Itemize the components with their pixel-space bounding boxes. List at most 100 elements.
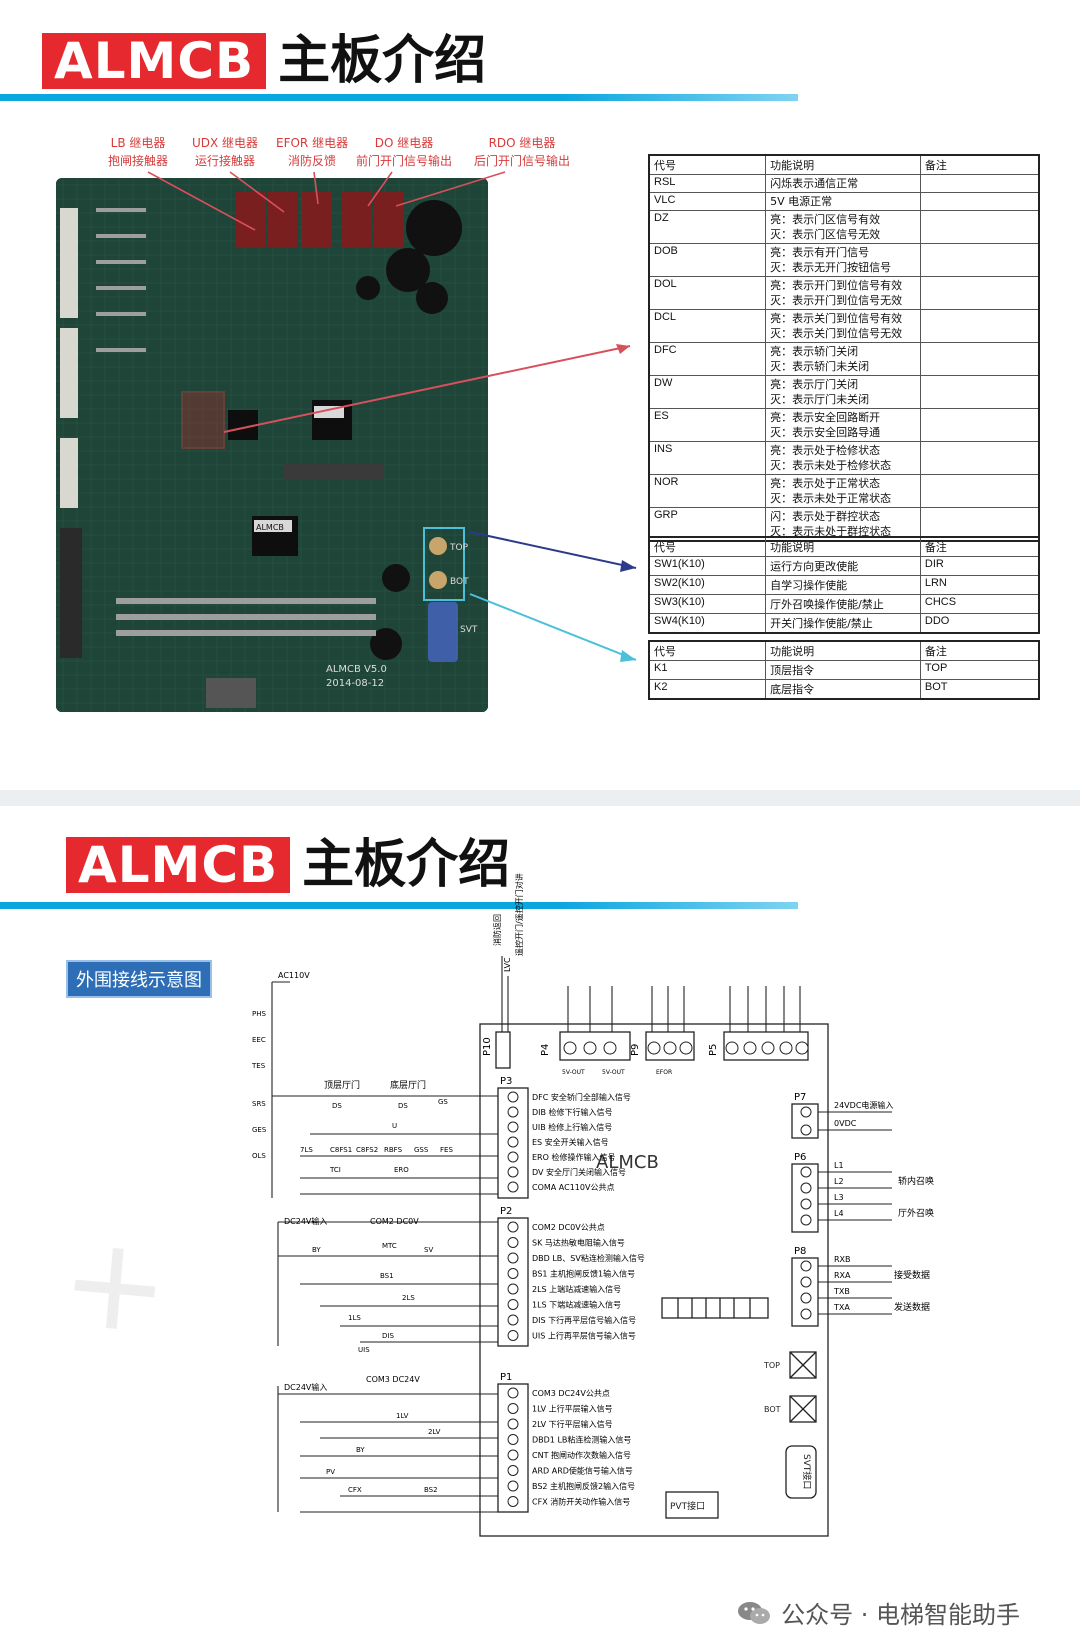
- title-brand: ALMCB: [42, 33, 267, 89]
- cell-function-line: 闪烁表示通信正常: [770, 177, 859, 190]
- cell-code: SW3(K10): [648, 594, 767, 614]
- contact-label: 2LS: [402, 1294, 415, 1302]
- connector-p10: P10: [482, 1037, 493, 1056]
- connector-pin: [507, 1136, 519, 1148]
- connector-pin: [663, 1041, 677, 1055]
- dip-switch-highlight: [181, 391, 225, 449]
- connector-pin: [725, 1041, 739, 1055]
- cell-note: [919, 174, 1040, 193]
- table-header: 备注: [919, 640, 1040, 661]
- table-header: 代号: [648, 536, 767, 557]
- cell-function-line: 亮：表示厅门关闭: [770, 378, 859, 391]
- p6-side: 厅外召唤: [898, 1207, 934, 1219]
- cell-code: VLC: [648, 192, 767, 211]
- cell-note: CHCS: [919, 594, 1040, 614]
- cell-note: [919, 474, 1040, 508]
- contact-label: GS: [438, 1098, 448, 1106]
- signal-label: BS2 主机抱闸反馈2输入信号: [532, 1481, 635, 1491]
- connector-pin: [779, 1041, 793, 1055]
- footer-brand: 公众号 · 电梯智能助手: [737, 1595, 1020, 1630]
- contact-label: DS: [332, 1102, 342, 1110]
- p8-side: 发送数据: [894, 1301, 930, 1313]
- table-header-row: 代号 功能说明 备注: [648, 536, 1040, 557]
- cell-function: 亮：表示开门到位信号有效灭：表示开门到位信号无效: [765, 276, 921, 310]
- cell-function-line: 灭：表示开门到位信号无效: [770, 294, 903, 307]
- signal-label: DBD LB、SV粘连检测输入信号: [532, 1253, 645, 1263]
- connector-pin: [507, 1299, 519, 1310]
- pcb-bot-text: BOT: [450, 577, 469, 587]
- signal-label: UIB 检修上行输入信号: [532, 1122, 612, 1132]
- connector-pin: [507, 1434, 519, 1445]
- connector-p9: P9: [630, 1044, 641, 1056]
- p4-sub: 5V-OUT: [562, 1069, 585, 1076]
- contact-label: 7LS: [300, 1146, 313, 1154]
- table-header: 备注: [919, 154, 1040, 175]
- connector-pin: [583, 1041, 597, 1055]
- cell-function: 运行方向更改使能: [765, 556, 921, 576]
- contact-label: PV: [326, 1468, 335, 1476]
- connector-pin: [507, 1449, 519, 1461]
- cell-function-line: 5V 电源正常: [770, 195, 833, 208]
- signal-label: CNT 抱闸动作次数输入信号: [532, 1450, 631, 1460]
- cell-code: SW2(K10): [648, 575, 767, 595]
- connector-p8: P8: [794, 1246, 806, 1257]
- relay-label-line: EFOR 继电器: [276, 136, 349, 150]
- cell-function: 亮：表示关门到位信号有效灭：表示关门到位信号无效: [765, 309, 921, 343]
- p6-label: L2: [834, 1177, 844, 1186]
- contact-label: OLS: [252, 1152, 266, 1160]
- bottom-connector: [206, 678, 256, 708]
- component-rows: [96, 208, 376, 636]
- p6-label: L4: [834, 1209, 844, 1218]
- title-rule: [0, 902, 798, 909]
- cell-function-line: 亮：表示开门到位信号有效: [770, 279, 903, 292]
- relay-label-line: 运行接触器: [195, 154, 256, 168]
- p7-label: 0VDC: [834, 1119, 857, 1128]
- connector-pin: [507, 1465, 519, 1476]
- cell-function-line: 亮：表示安全回路断开: [770, 411, 881, 424]
- diagram-label: 外围接线示意图: [66, 960, 212, 998]
- contact-label: U: [392, 1122, 397, 1130]
- connector-p3: P3: [500, 1076, 512, 1087]
- pcb-top-text: TOP: [449, 543, 469, 553]
- connector-pin: [563, 1041, 577, 1055]
- signal-label: DIB 检修下行输入信号: [532, 1107, 613, 1117]
- contact-label: MTC: [382, 1242, 397, 1250]
- board-name: ALMCB: [596, 1152, 659, 1173]
- left-terminal-blocks: [60, 208, 82, 658]
- svt-connector: [428, 602, 458, 662]
- p8-label: TXB: [833, 1287, 850, 1296]
- cell-note: [919, 243, 1040, 277]
- cell-function-line: 亮：表示有开门信号: [770, 246, 870, 259]
- contact-label: CFX: [348, 1486, 362, 1494]
- cell-note: [919, 408, 1040, 442]
- table-header: 功能说明: [765, 536, 921, 557]
- connector-pin: [800, 1214, 812, 1226]
- contact-label: ERO: [394, 1166, 409, 1174]
- cell-code: SW1(K10): [648, 556, 767, 576]
- cell-note: [919, 276, 1040, 310]
- connector-p4: P4: [540, 1044, 551, 1056]
- connector-pins: [507, 1041, 812, 1507]
- contact-label: BS1: [380, 1272, 394, 1280]
- connector-pin: [800, 1260, 812, 1272]
- p6-side: 轿内召唤: [898, 1175, 934, 1187]
- contact-label: FES: [440, 1146, 453, 1154]
- signal-label: DV 安全厅门关闭输入信号: [532, 1167, 626, 1177]
- table-header-row: 代号 功能说明 备注: [648, 640, 1040, 661]
- connector-pin: [507, 1418, 519, 1430]
- relay-label-line: UDX 继电器: [192, 136, 259, 150]
- contact-label: C8FS1: [330, 1146, 352, 1154]
- relay-label-line: 消防反馈: [288, 154, 337, 168]
- signal-label: BS1 主机抱闸反馈1输入信号: [532, 1269, 635, 1279]
